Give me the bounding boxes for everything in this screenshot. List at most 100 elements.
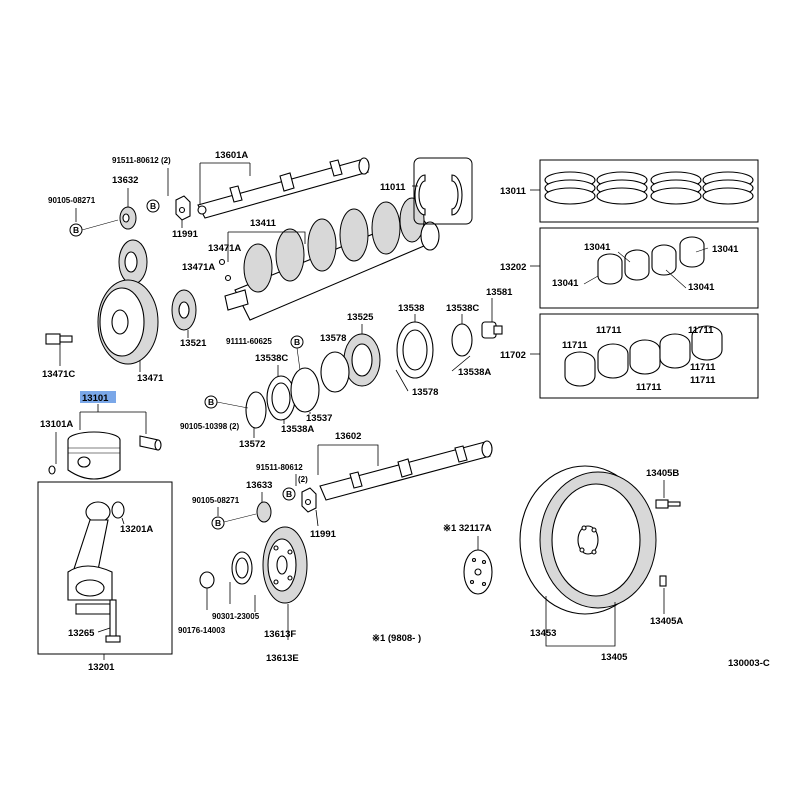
bolt-marker-b-1: B [69,223,83,237]
label-13521: 13521 [180,338,207,349]
bolt-marker-b-5: B [282,487,296,501]
drive-plate-32117A[interactable] [463,549,493,595]
balance-shaft-upper[interactable] [197,157,370,219]
plate-13538[interactable] [396,321,434,379]
gear-13572[interactable] [245,391,267,429]
label-13613E: 13613E [266,653,299,664]
crankshaft-13411[interactable] [224,197,440,321]
label-13265: 13265 [68,628,95,639]
label-13041-2: 13041 [712,244,739,255]
washer-13538A[interactable] [266,375,296,421]
main-bearings-11711[interactable] [564,325,723,387]
label-11702: 11702 [500,350,526,361]
label-11711-6: 11711 [690,375,716,386]
thrust-washers-11011[interactable] [414,174,463,216]
label-13101[interactable]: 13101 [82,393,109,404]
label-90176: 90176-14003 [178,626,226,635]
label-13538A-2: 13538A [281,424,314,435]
label-13578-1: 13578 [320,333,346,344]
label-13538C-2: 13538C [255,353,288,364]
note-9808: ※1 (9808- ) [372,633,421,644]
label-13578-2: 13578 [412,387,438,398]
label-13011: 13011 [500,186,527,197]
label-2: (2) [298,475,308,484]
label-13405B: 13405B [646,468,679,479]
svg-text:B: B [215,518,221,528]
bolt-marker-b-6: B [211,516,225,530]
label-13613F: 13613F [264,629,296,640]
label-13602: 13602 [335,431,361,442]
conrod-box [37,481,173,655]
dowel-13405A[interactable] [659,575,667,587]
seal-13613F[interactable] [231,551,253,585]
conrod-bearings-13041[interactable] [597,236,705,285]
plate-11991-upper[interactable] [175,195,191,221]
timing-gear-13613[interactable] [262,526,308,604]
ring-13538C[interactable] [451,323,473,357]
bolt-marker-b-3: B [290,335,304,349]
nut-90176[interactable] [199,571,215,589]
label-13202: 13202 [500,262,526,273]
svg-text:B: B [294,337,300,347]
crank-pulley-13471[interactable] [97,279,159,365]
rings-box [539,159,759,223]
label-13581: 13581 [486,287,513,298]
balance-shaft-lower[interactable] [319,440,493,501]
cap-13581[interactable] [481,321,503,339]
flywheel-13405[interactable] [519,465,657,615]
svg-text:B: B [208,397,214,407]
snap-ring-13578[interactable] [320,351,350,393]
label-90105-upper: 90105-08271 [48,196,96,205]
gear-13632[interactable] [119,206,137,230]
ring-13537[interactable] [290,367,320,413]
label-13405A: 13405A [650,616,683,627]
label-13453: 13453 [530,628,556,639]
piston-ring-set-13011[interactable] [544,171,754,205]
bearing-13525[interactable] [343,333,381,387]
piston-13101[interactable] [48,431,121,480]
label-13633: 13633 [246,480,272,491]
bolt-13405B[interactable] [655,499,681,509]
label-13601A: 13601A [215,150,248,161]
plate-11991-lower[interactable] [301,487,317,513]
label-11991-upper: 11991 [172,229,199,240]
bolt-13471C[interactable] [45,333,73,345]
label-13041-1: 13041 [584,242,611,253]
label-13572: 13572 [239,439,265,450]
conrod-bearings-box [539,227,759,309]
label-13538: 13538 [398,303,424,314]
label-11991-lower: 11991 [310,529,337,540]
piston-pin[interactable] [139,435,162,451]
bolt-marker-b-2: B [146,199,160,213]
main-bearings-box [539,313,759,399]
bolt-marker-b-4: B [204,395,218,409]
highlight-13101 [80,391,116,403]
connecting-rod-13201[interactable] [67,501,121,643]
label-13201A: 13201A [120,524,153,535]
diagram-reference: 130003-C [728,658,770,669]
label-90105-middle: 90105-10398 (2) [180,422,239,431]
svg-text:B: B [150,201,156,211]
bushing-13201A[interactable] [111,501,125,519]
label-11711-2: 11711 [596,325,622,336]
svg-text:B: B [286,489,292,499]
label-13471: 13471 [137,373,164,384]
label-11711-1: 11711 [562,340,588,351]
label-11711-4: 11711 [636,382,662,393]
label-91111: 91111-60625 [226,337,272,346]
label-13538A-1: 13538A [458,367,491,378]
label-90301: 90301-23005 [212,612,260,621]
crank-gear-upper[interactable] [118,239,148,285]
gear-13633[interactable] [256,501,272,523]
label-91511-upper: 91511-80612 (2) [112,156,171,165]
label-13471A-1: 13471A [208,243,241,254]
crank-timing-gear-13521[interactable] [171,289,197,331]
label-13525: 13525 [347,312,374,323]
label-11011: 11011 [380,182,406,193]
label-90105-lower: 90105-08271 [192,496,240,505]
label-11711-5: 11711 [690,362,716,373]
label-13632: 13632 [112,175,138,186]
svg-text:B: B [73,225,79,235]
